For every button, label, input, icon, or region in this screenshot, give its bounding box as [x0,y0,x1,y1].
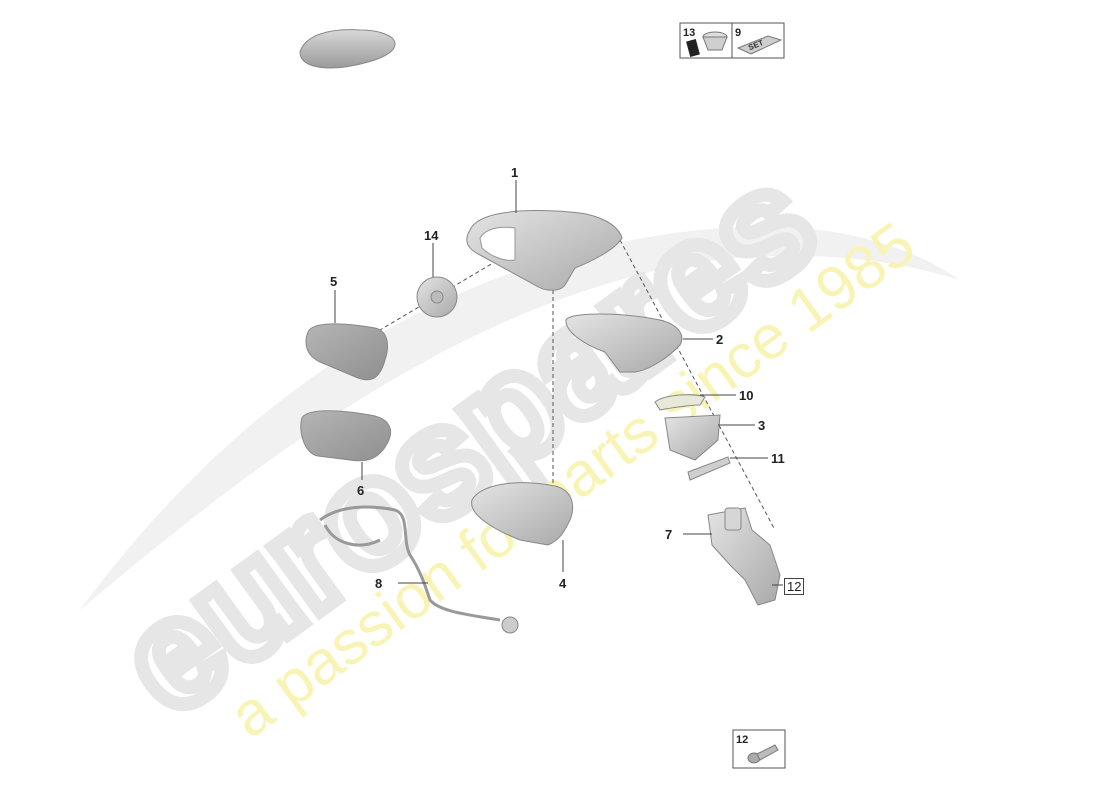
callout-11[interactable]: 11 [771,451,785,466]
callout-3[interactable]: 3 [758,418,766,433]
callout-8[interactable]: 8 [375,576,383,591]
watermark-swoosh [80,226,960,610]
part-3-turn-signal-lamp[interactable] [664,414,721,461]
svg-text:12: 12 [736,734,748,746]
callout-6[interactable]: 6 [357,483,365,498]
car-silhouette-icon [299,29,396,69]
part-4-mirror-cap[interactable] [471,482,574,546]
part-2-base-trim[interactable] [565,313,683,373]
watermark-brand: eurospares [83,128,850,753]
callout-7[interactable]: 7 [665,527,673,542]
callout-5[interactable]: 5 [330,274,338,289]
svg-text:9: 9 [735,27,741,39]
part-11-retaining-strip[interactable] [687,456,731,481]
part-1-mirror-housing[interactable] [466,210,623,291]
part-10-gasket[interactable] [654,394,706,411]
callout-4[interactable]: 4 [559,576,567,591]
callout-2[interactable]: 2 [716,332,724,347]
svg-text:13: 13 [683,27,695,39]
part-14-actuator[interactable] [416,276,458,318]
part-6-mirror-glass[interactable] [300,410,392,462]
callout-12-ref[interactable]: 12 [784,578,805,595]
callout-1[interactable]: 1 [511,165,519,180]
callout-14[interactable]: 14 [424,228,439,243]
callout-10[interactable]: 10 [739,388,754,403]
leader-lines [334,180,783,586]
part-5-mirror-glass[interactable] [305,323,388,381]
kit-box-9-set[interactable]: 9 SET [731,22,785,59]
part-7-adjuster-motor[interactable] [707,507,781,606]
screw-box-12[interactable]: 12 [732,729,786,769]
part-8-wiring-harness[interactable] [319,505,519,634]
svg-text:eurospares: eurospares [90,135,843,746]
kit-box-13[interactable]: 13 [679,22,733,59]
